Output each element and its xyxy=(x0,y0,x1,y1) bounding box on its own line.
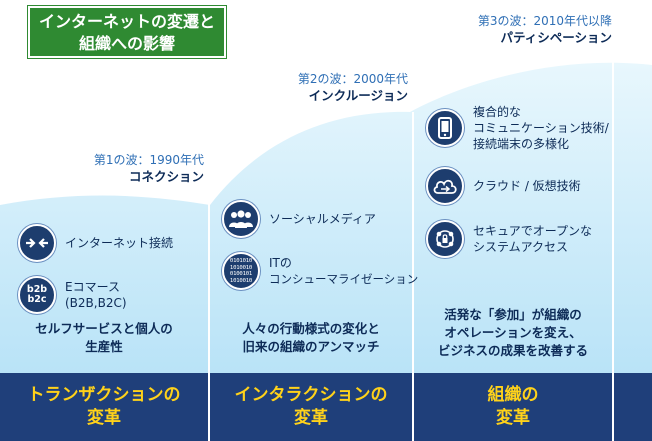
mobile-device-icon xyxy=(426,109,464,147)
b2b-b2c-icon: b2b b2c xyxy=(18,276,56,314)
binary-row: 1010010 xyxy=(229,264,253,271)
feature-label: セキュアでオープンな システムアクセス xyxy=(473,223,592,255)
binary-row: 1010010 xyxy=(229,277,253,284)
feature-line: 接続端末の多様化 xyxy=(473,137,570,151)
feature-it-consumerization: 0101010 1010010 0100101 1010010 ITの コンシュ… xyxy=(222,252,418,290)
cloud-icon xyxy=(426,167,464,205)
feature-social-media: ソーシャルメディア xyxy=(222,200,376,238)
feature-label: 複合的な コミュニケーション技術/ 接続端末の多様化 xyxy=(473,104,609,152)
wave-2-summary: 人々の行動様式の変化と 旧来の組織のアンマッチ xyxy=(210,320,412,356)
feature-label: ソーシャルメディア xyxy=(269,211,376,227)
wave-3-summary: 活発な「参加」が組織の オペレーションを変え、 ビジネスの成果を改善する xyxy=(414,306,612,360)
feature-label: インターネット接続 xyxy=(65,235,173,251)
feature-line: ソーシャルメディア xyxy=(269,212,376,226)
summary-line: オペレーションを変え、 xyxy=(444,325,582,340)
feature-secure-access: セキュアでオープンな システムアクセス xyxy=(426,220,592,258)
wave-3-period: 第3の波：2010年代以降 xyxy=(477,14,612,28)
summary-line: 生産性 xyxy=(85,339,123,354)
footer-line: インタラクションの xyxy=(234,385,388,405)
wave-3-label: 第3の波：2010年代以降 パティシペーション xyxy=(478,13,612,46)
feature-line: ITの xyxy=(269,256,292,270)
summary-line: セルフサービスと個人の xyxy=(35,321,173,336)
icon-text-b2c: b2c xyxy=(27,294,47,305)
feature-line: 複合的な xyxy=(473,105,522,119)
feature-line: コンシューマライゼーション xyxy=(269,272,419,286)
feature-line: システムアクセス xyxy=(473,240,569,254)
feature-line: コミュニケーション技術/ xyxy=(473,121,609,135)
footer-interaction-transformation: インタラクションの 変革 xyxy=(210,373,412,441)
summary-line: 活発な「参加」が組織の xyxy=(444,307,582,322)
feature-line: インターネット接続 xyxy=(65,236,174,250)
secure-network-icon xyxy=(426,220,464,258)
footer-divider-1 xyxy=(208,373,210,441)
footer-transaction-transformation: トランザクションの 変革 xyxy=(0,373,208,441)
people-group-icon xyxy=(222,200,260,238)
binary-row: 0100101 xyxy=(229,271,253,277)
binary-row: 0101010 xyxy=(229,258,253,264)
diagram-title: インターネットの変遷と 組織への影響 xyxy=(28,6,226,58)
divider-3 xyxy=(612,60,614,441)
footer-line: 変革 xyxy=(87,408,121,428)
feature-label: ITの コンシューマライゼーション xyxy=(269,255,418,287)
feature-ecommerce: b2b b2c Eコマース (B2B,B2C) xyxy=(18,276,127,314)
icon-text-b2b: b2b xyxy=(26,284,48,295)
summary-line: ビジネスの成果を改善する xyxy=(437,343,588,358)
binary-data-icon: 0101010 1010010 0100101 1010010 xyxy=(222,252,260,290)
footer-line: 変革 xyxy=(496,408,530,428)
footer-divider-3 xyxy=(612,373,614,441)
wave-area xyxy=(0,62,652,374)
summary-line: 旧来の組織のアンマッチ xyxy=(242,339,380,354)
wave-2-label: 第2の波：2000年代 インクルージョン xyxy=(298,71,408,104)
footer-organization-transformation: 組織の 変革 xyxy=(414,373,612,441)
footer-divider-2 xyxy=(412,373,414,441)
summary-line: 人々の行動様式の変化と xyxy=(242,321,380,336)
arrows-connect-icon xyxy=(18,224,56,262)
wave-2-period: 第2の波：2000年代 xyxy=(297,72,408,86)
feature-multi-communication: 複合的な コミュニケーション技術/ 接続端末の多様化 xyxy=(426,104,609,152)
wave-1-period: 第1の波：1990年代 xyxy=(93,153,204,167)
wave-1-summary: セルフサービスと個人の 生産性 xyxy=(0,320,208,356)
title-line-2: 組織への影響 xyxy=(78,34,175,53)
feature-label: クラウド / 仮想技術 xyxy=(473,178,581,194)
feature-line: クラウド / 仮想技術 xyxy=(473,179,581,193)
feature-internet-connection: インターネット接続 xyxy=(18,224,173,262)
footer-line: トランザクションの xyxy=(27,385,181,405)
wave-1-label: 第1の波：1990年代 コネクション xyxy=(94,152,204,185)
wave-3-name: パティシペーション xyxy=(500,30,612,45)
wave-2-name: インクルージョン xyxy=(308,88,408,103)
divider-1 xyxy=(208,200,210,441)
feature-line: セキュアでオープンな xyxy=(473,224,593,238)
feature-cloud-virtualization: クラウド / 仮想技術 xyxy=(426,167,581,205)
title-line-1: インターネットの変遷と xyxy=(38,12,215,31)
footer-line: 変革 xyxy=(294,408,328,428)
feature-line: Eコマース xyxy=(65,280,120,294)
footer-line: 組織の xyxy=(487,385,539,405)
feature-label: Eコマース (B2B,B2C) xyxy=(65,279,127,311)
divider-2 xyxy=(412,112,414,441)
wave-1-name: コネクション xyxy=(128,169,204,184)
feature-line: (B2B,B2C) xyxy=(65,296,127,310)
footer-band xyxy=(0,373,652,441)
